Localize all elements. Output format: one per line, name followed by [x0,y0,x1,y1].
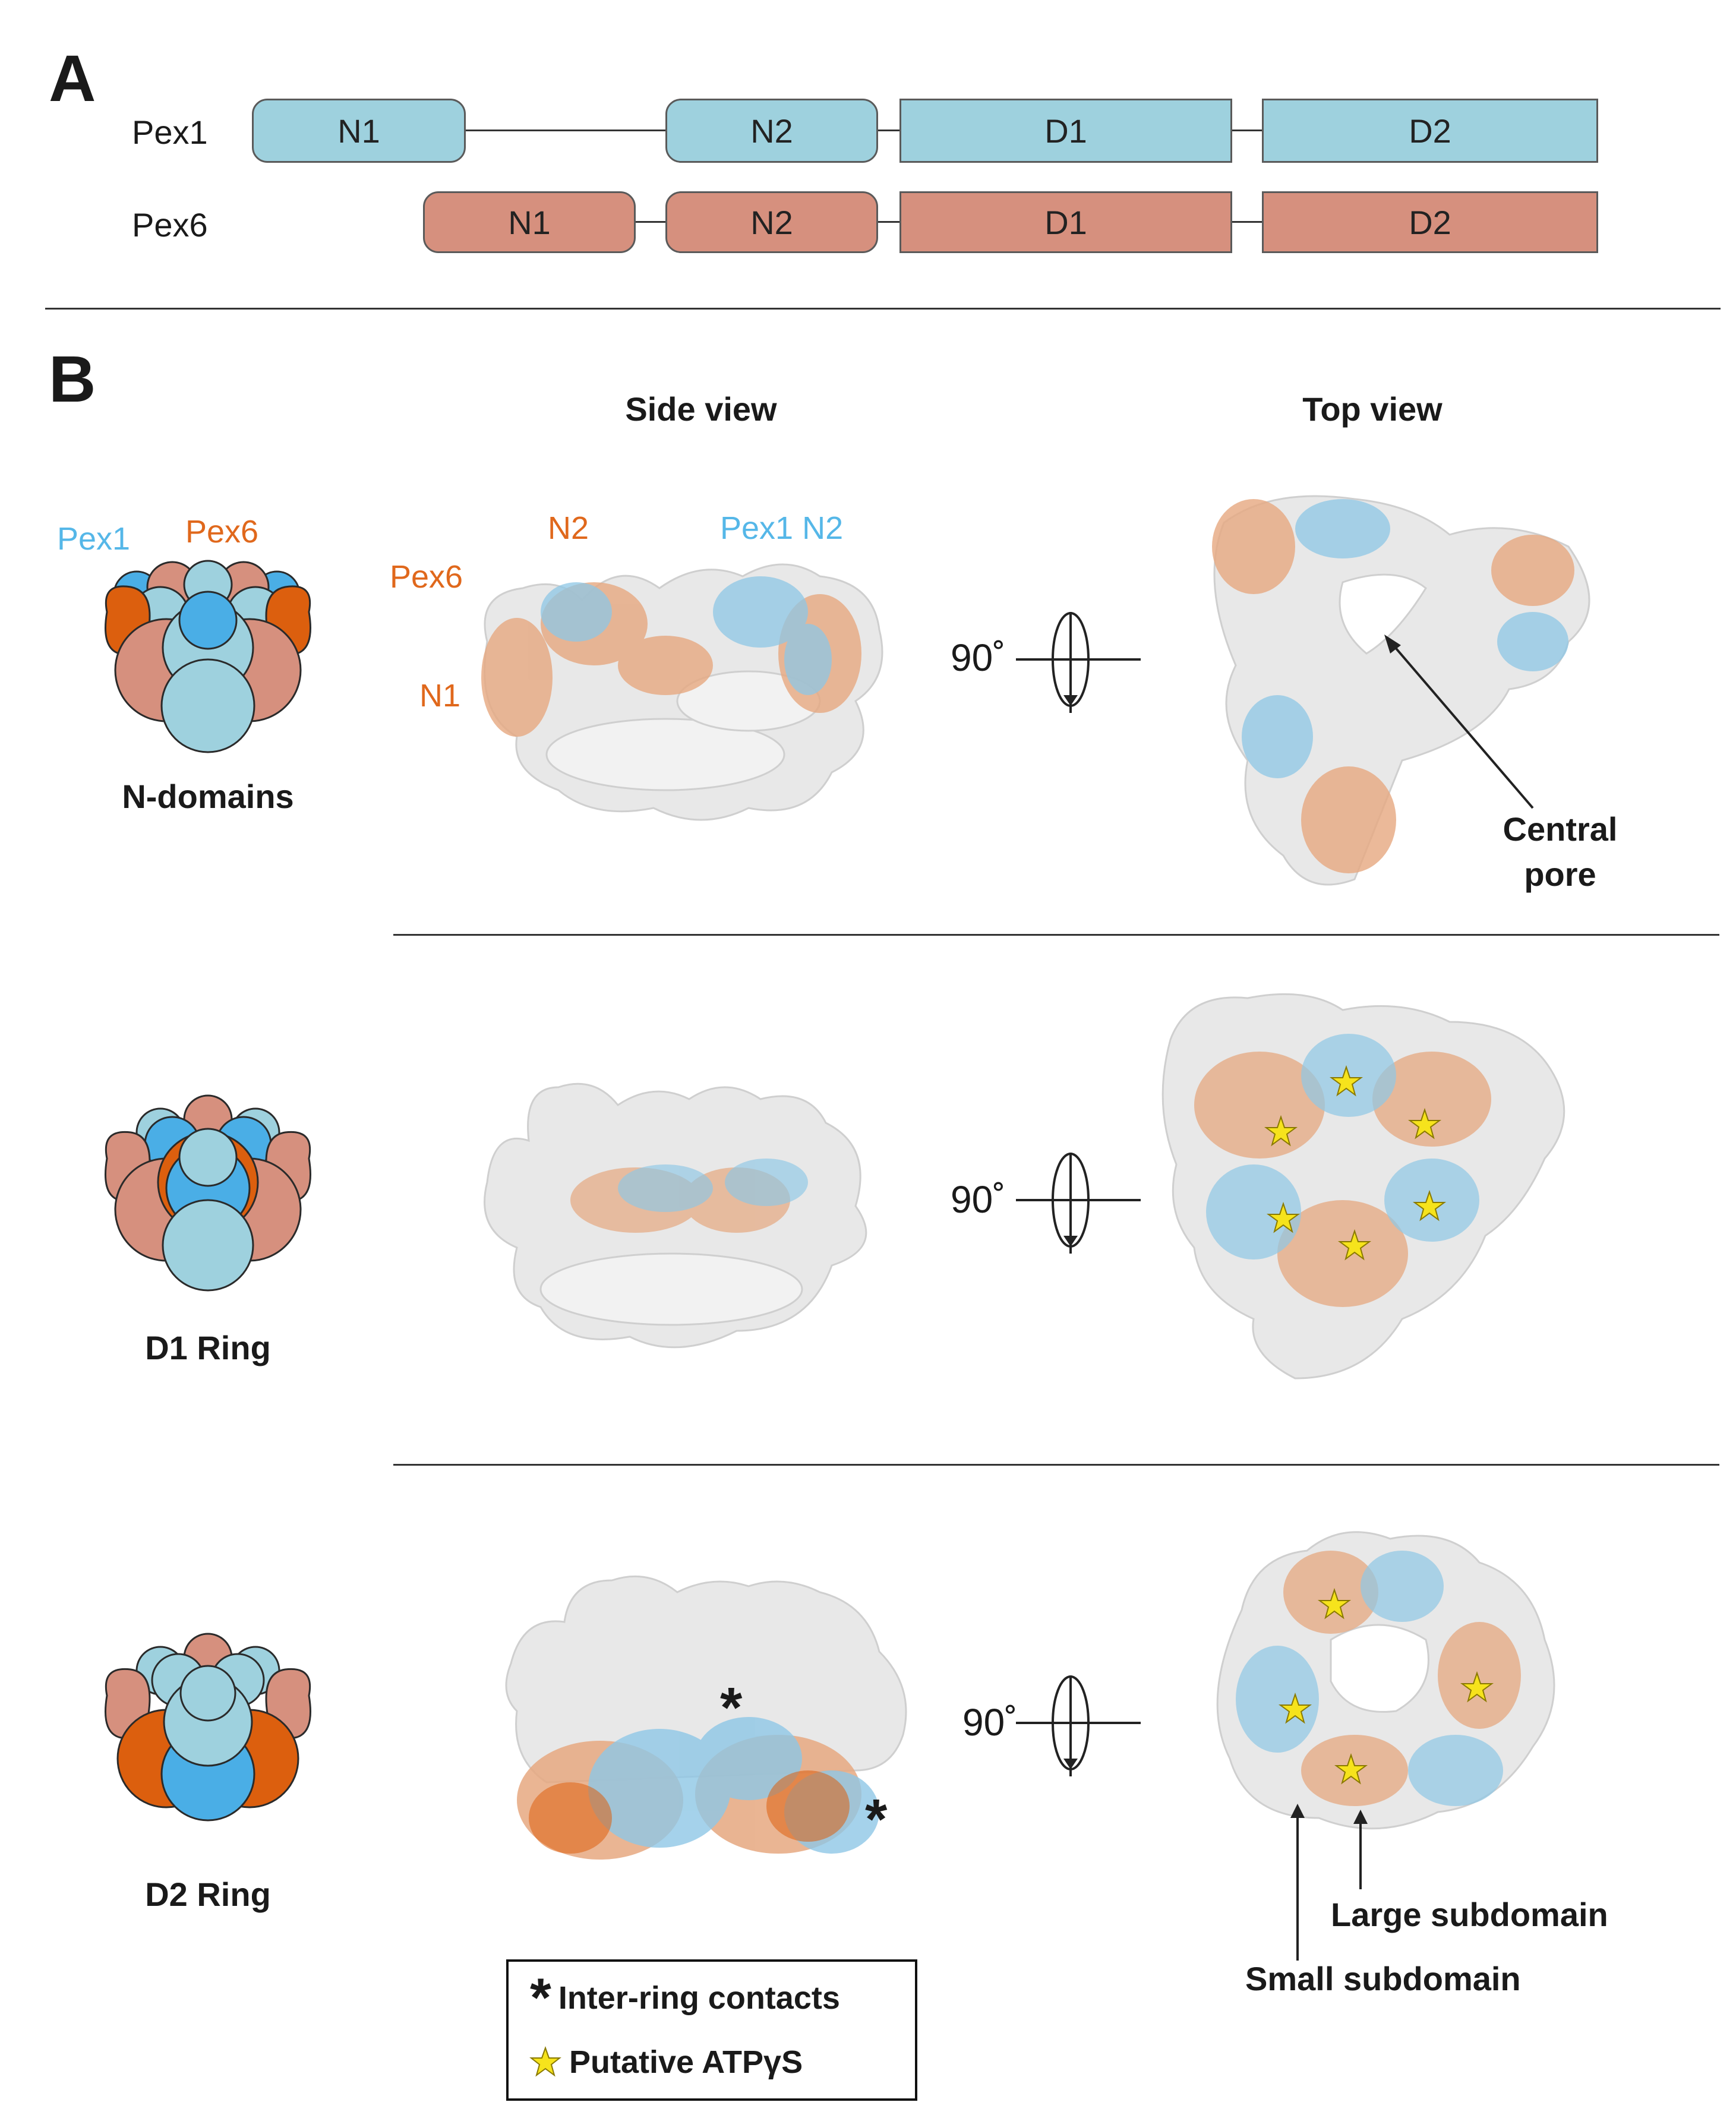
d1-top-view-density [1161,993,1565,1380]
side-pex1-n2-label: Pex1 N2 [720,510,844,546]
cartoon-pex1-label: Pex1 [57,521,131,557]
asterisk-icon: * [865,1788,888,1851]
pex1-linker-n2-d1 [878,130,899,131]
pex6-linker-d1-d2 [1232,221,1262,223]
star-icon [1278,1587,1494,1785]
rotation-label-3: 90˚ [962,1701,1018,1744]
asterisk-icon: * [720,1676,743,1740]
pointer-arrow-icon [1384,635,1534,809]
d1-ring-cartoon [105,1094,311,1292]
pex1-row-label: Pex1 [132,113,208,151]
pex6-domain-d1: D1 [899,191,1232,253]
pex1-domain-n2: N2 [665,99,878,163]
side-n2-label: N2 [548,510,589,546]
star-icon [529,2046,561,2077]
d2-side-view-density [505,1575,907,1860]
side-n1-label: N1 [419,678,461,714]
top-view-heading: Top view [1302,390,1443,428]
pex1-domain-n1: N1 [252,99,466,163]
n-domains-top-view-density [1212,495,1590,886]
pex6-domain-n2: N2 [665,191,878,253]
cartoon-pex6-label: Pex6 [185,514,259,550]
panel-divider [45,308,1721,310]
large-subdomain-label: Large subdomain [1331,1896,1608,1933]
asterisk-icon: * [530,1968,551,2028]
row-divider-1 [393,934,1719,936]
pex1-domain-d2: D2 [1262,99,1598,163]
legend-box: * Inter-ring contacts Putative ATPγS [506,1959,917,2101]
d2-top-view-density [1216,1531,1555,1830]
panel-a-letter: A [49,42,96,115]
pex6-linker-n1-n2 [636,221,665,223]
rotation-label-1: 90˚ [951,636,1006,679]
d2-ring-cartoon [105,1633,311,1822]
n-domains-label: N-domains [122,778,294,815]
pex1-domain-d1: D1 [899,99,1232,163]
legend-atp-row: Putative ATPγS [529,2044,803,2081]
pex1-linker-d1-d2 [1232,130,1262,131]
pex1-linker-n1-n2 [466,130,665,131]
pex6-row-label: Pex6 [132,206,208,244]
pex6-domain-n1: N1 [423,191,636,253]
legend-contacts-row: * Inter-ring contacts [530,1968,840,2028]
rotation-arrow-icon [1016,1675,1141,1776]
legend-atp-label: Putative ATPγS [569,2044,803,2080]
rotation-arrow-icon [1016,1153,1141,1254]
pex6-linker-n2-d1 [878,221,899,223]
row-divider-2 [393,1464,1719,1466]
star-icon [1264,1065,1447,1261]
small-subdomain-label: Small subdomain [1245,1960,1521,1997]
side-view-heading: Side view [625,390,777,428]
pointer-arrow-icon [1290,1804,1368,1961]
pex6-domain-d2: D2 [1262,191,1598,253]
d2-ring-label: D2 Ring [145,1876,271,1913]
side-pex6-label: Pex6 [390,559,463,595]
rotation-arrow-icon [1016,612,1141,713]
legend-contacts-label: Inter-ring contacts [558,1980,840,2016]
d1-side-view-density [484,1082,867,1349]
n-domains-side-view-density [481,563,883,821]
n-domains-cartoon [105,560,311,753]
d1-ring-label: D1 Ring [145,1329,271,1366]
panel-b-letter: B [49,343,96,416]
rotation-label-2: 90˚ [951,1178,1006,1221]
central-pore-label: Central pore [1503,810,1618,893]
